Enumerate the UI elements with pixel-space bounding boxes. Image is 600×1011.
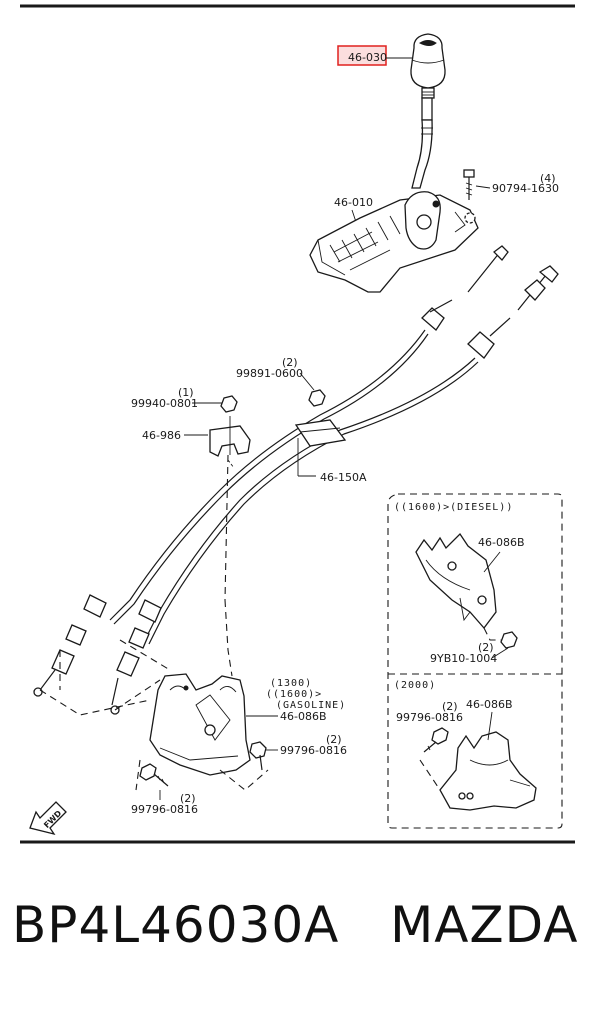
inset-2000-bolt: 99796-0816 xyxy=(396,711,463,724)
inset-diesel-nut-qty: (2) xyxy=(478,641,494,654)
callout-nut2-qty: (1) xyxy=(178,386,194,399)
bolt-bottom-right xyxy=(249,741,267,771)
callout-bolt-top-qty: (4) xyxy=(540,172,556,185)
inset-diesel-nut-leader xyxy=(491,647,509,659)
callout-engine-gasoline: (GASOLINE) xyxy=(276,700,346,711)
callout-nut-qty: (2) xyxy=(282,356,298,369)
callout-nut2: 99940-0801 xyxy=(131,397,198,410)
brand: MAZDA xyxy=(390,896,579,954)
diesel-bracket xyxy=(415,532,497,630)
bolt-left xyxy=(139,763,169,787)
callout-bolt-top: 90794-1630 xyxy=(492,182,559,195)
bolt-top-leader xyxy=(475,185,491,189)
bolt-2000 xyxy=(423,727,449,753)
callout-engine-1300: (1300) xyxy=(270,678,312,689)
diesel-dash xyxy=(483,627,502,641)
callout-bolt-bottom-qty: (2) xyxy=(326,733,342,746)
bracket-2000 xyxy=(439,731,537,811)
callout-bolt-left: 99796-0816 xyxy=(131,803,198,816)
diesel-nut xyxy=(500,631,518,649)
shift-lever-housing xyxy=(309,191,479,293)
callout-cable: 46-150A xyxy=(320,471,367,484)
shift-rod xyxy=(411,97,433,189)
nut-leader xyxy=(299,372,315,391)
inset-2000-bracket: 46-086B xyxy=(466,698,513,711)
knob-highlight-box xyxy=(337,45,387,66)
bolt-top xyxy=(463,169,475,200)
inset-2000-dash xyxy=(419,759,441,791)
callout-bolt-bottom: 99796-0816 xyxy=(280,744,347,757)
callout-clip: 46-986 xyxy=(142,429,181,442)
inset-diesel-nut: 9YB10-1004 xyxy=(430,652,497,665)
dashed-guides xyxy=(39,454,269,791)
callout-nut: 99891-0600 xyxy=(236,367,303,380)
part-number: BP4L46030A xyxy=(12,896,340,954)
callout-lever: 46-010 xyxy=(334,196,373,209)
shift-cables xyxy=(33,245,559,715)
shift-knob xyxy=(410,33,446,99)
inset-diesel-bracket: 46-086B xyxy=(478,536,525,549)
inset-2000-bracket-leader xyxy=(487,711,493,741)
inset-diesel-title: ((1600)>(DIESEL)) xyxy=(394,502,513,513)
callout-bolt-left-qty: (2) xyxy=(180,792,196,805)
inset-diesel-bracket-leader xyxy=(483,551,501,573)
part-number-footer: BP4L46030A MAZDA xyxy=(12,896,592,954)
inset-2000-bolt-qty: (2) xyxy=(442,700,458,713)
inset-frame xyxy=(387,493,563,829)
callout-knob: 46-030 xyxy=(348,51,387,64)
callout-engine-1600: ((1600)> xyxy=(266,689,322,700)
inset-2000-title: (2000) xyxy=(394,680,436,691)
nut2-part xyxy=(220,395,238,413)
fwd-arrow: FWD xyxy=(29,801,67,836)
cable-clip xyxy=(209,416,251,469)
nut-part xyxy=(308,389,326,407)
main-bracket xyxy=(149,673,251,776)
callout-bracket-main: 46-086B xyxy=(280,710,327,723)
